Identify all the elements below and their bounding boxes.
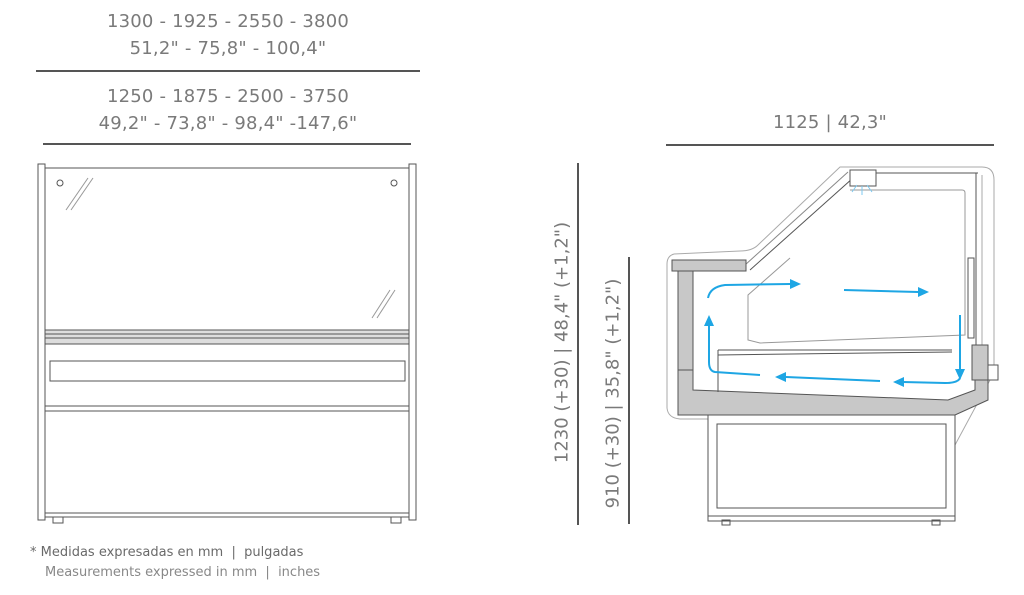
internal-widths-in: 49,2" - 73,8" - 98,4" -147,6" <box>98 113 358 134</box>
dimension-line-internal <box>43 143 411 145</box>
front-view <box>37 163 417 524</box>
arrowhead <box>704 315 714 326</box>
airflow-arrow-bottom <box>785 376 881 382</box>
footnote-marker: * <box>30 545 37 560</box>
airflow-arrows <box>704 279 965 387</box>
external-widths-in: 51,2" - 75,8" - 100,4" <box>129 38 327 59</box>
arrowhead <box>775 372 786 382</box>
depth-dimension: 1125 | 42,3" <box>772 112 888 133</box>
dimension-line-external <box>36 70 420 72</box>
dimension-line-counter-height <box>628 257 630 524</box>
airflow-arrow-top-left <box>707 283 791 299</box>
airflow-arrow-return <box>708 325 761 376</box>
side-view <box>666 166 999 526</box>
arrowhead <box>955 369 965 380</box>
dimension-line-depth <box>666 144 994 146</box>
internal-widths-mm: 1250 - 1875 - 2500 - 3750 <box>106 86 350 107</box>
footnote-es-text: Medidas expresadas en mm | pulgadas <box>40 545 304 560</box>
footnote-es: * Medidas expresadas en mm | pulgadas <box>30 545 303 560</box>
airflow-arrow-bottom-right <box>902 377 961 385</box>
arrowhead <box>790 279 801 289</box>
airflow-arrow-top-right <box>843 289 919 293</box>
external-widths-mm: 1300 - 1925 - 2550 - 3800 <box>106 11 350 32</box>
arrowhead <box>918 287 929 297</box>
arrowhead <box>893 377 904 387</box>
footnote-en: Measurements expressed in mm | inches <box>45 565 321 580</box>
dimension-line-total-height <box>577 163 579 525</box>
